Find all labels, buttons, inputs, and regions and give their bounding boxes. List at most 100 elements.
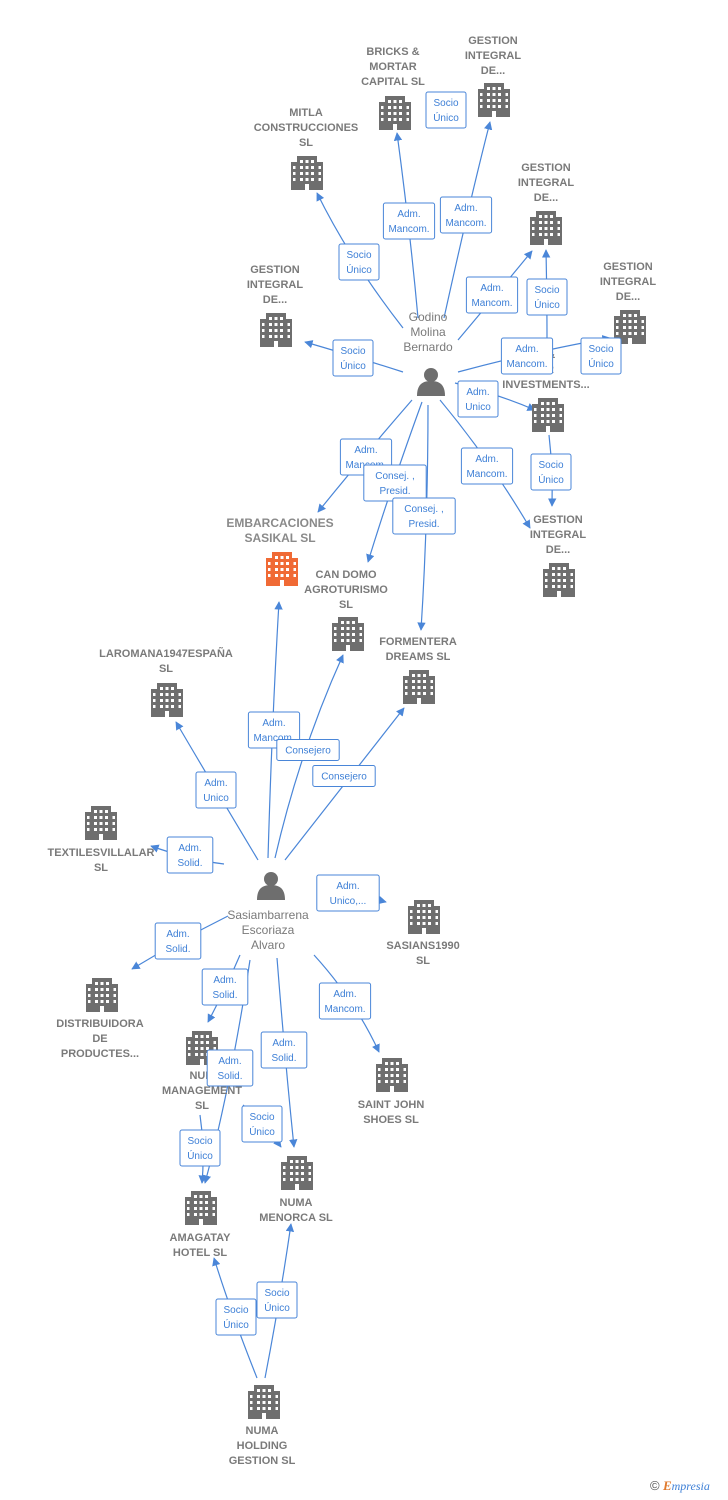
- building-icon: [543, 563, 575, 597]
- edge-label-text: Único: [187, 1149, 213, 1162]
- edge-label-text: Mancom.: [466, 469, 507, 480]
- edge-label-box: [206, 1049, 254, 1087]
- edge-label-e-textiles[interactable]: Adm.Solid.: [166, 836, 214, 874]
- edge-label-text: Adm.: [397, 209, 420, 220]
- company-node-gi2[interactable]: GESTIONINTEGRALDE...: [247, 264, 304, 347]
- company-node-numamenorca[interactable]: NUMA MENORCA SL: [259, 1156, 333, 1224]
- company-label: INTEGRAL: [518, 177, 575, 189]
- edge-label-text: Único: [264, 1301, 290, 1314]
- edge-label-e-formentera-sasi[interactable]: Consejero: [312, 765, 376, 787]
- edge-label-box: [457, 380, 499, 418]
- edge-label-box: [256, 1281, 298, 1319]
- edge-label-e-laromana[interactable]: Adm.Unico: [195, 771, 237, 809]
- edge-label-e-gi1[interactable]: Adm.Mancom.: [439, 196, 493, 234]
- company-label: GESTION: [533, 514, 583, 526]
- company-label: GESTION: [603, 261, 653, 273]
- edge-label-text: Presid.: [408, 519, 439, 530]
- edge-label-e-numamgmt[interactable]: Adm.Solid.: [201, 968, 249, 1006]
- edge-label-box: [580, 337, 622, 375]
- company-label: MENORCA SL: [259, 1212, 333, 1224]
- edge-label-box: [215, 1298, 257, 1336]
- company-node-gi1[interactable]: GESTIONINTEGRALDE...: [465, 35, 522, 117]
- building-icon: [185, 1191, 217, 1225]
- edge-label-text: Adm.: [262, 718, 285, 729]
- edge-label-text: Unico: [203, 793, 229, 804]
- edge-label-e-gi3[interactable]: Adm.Mancom.: [465, 276, 519, 314]
- edge-label-e-candomo-sasi[interactable]: Consejero: [276, 739, 340, 761]
- edge-label-text: Único: [340, 359, 366, 372]
- edge-label-box: [201, 968, 249, 1006]
- person-icon: [257, 872, 285, 900]
- company-node-gi3[interactable]: GESTION INTEGRAL DE...: [518, 162, 575, 245]
- brand-initial: E: [662, 1478, 672, 1493]
- building-icon: [376, 1058, 408, 1092]
- company-node-gi4[interactable]: GESTIONINTEGRALDE...: [600, 261, 657, 344]
- company-label: SL: [195, 1100, 209, 1112]
- company-label: DE...: [534, 192, 558, 204]
- edge-label-e-saintjohn[interactable]: Adm.Mancom.: [318, 982, 372, 1020]
- company-label: MITLA: [289, 107, 323, 119]
- edge-label-e-bricks[interactable]: Adm. Mancom.: [382, 202, 436, 240]
- edge-label-text: Unico: [465, 402, 491, 413]
- empresia-watermark[interactable]: © Empresia: [650, 1478, 710, 1494]
- edge-label-box: [166, 836, 214, 874]
- building-icon: [151, 683, 183, 717]
- edge-label-text: Único: [223, 1318, 249, 1331]
- company-label: TEXTILESVILLALAR: [48, 847, 155, 859]
- edge-label-e-formentera-godino[interactable]: Consej. ,Presid.: [392, 497, 456, 535]
- company-label: GESTION SL: [229, 1455, 296, 1467]
- edge-label-text: Adm.: [213, 975, 236, 986]
- edge-label-text: Socio: [534, 285, 559, 296]
- building-icon: [266, 552, 298, 586]
- company-label: GESTION: [521, 162, 571, 174]
- edge-label-e-distribuidora[interactable]: Adm.Solid.: [154, 922, 202, 960]
- edge-label-text: Adm.: [218, 1056, 241, 1067]
- edge-label-e-investments[interactable]: Adm.Unico: [457, 380, 499, 418]
- company-label: DISTRIBUIDORA: [56, 1018, 143, 1030]
- company-label: AGROTURISMO: [304, 584, 388, 596]
- edge-label-text: Adm.: [272, 1038, 295, 1049]
- edge-label-e-candomo-godino[interactable]: Consej. ,Presid.: [363, 464, 427, 502]
- person-label: Escoriaza: [242, 923, 295, 937]
- company-label: NUMA: [280, 1197, 313, 1209]
- edge-label-e-gi5[interactable]: Adm.Mancom.: [460, 447, 514, 485]
- edge-label-e-sasians[interactable]: Adm.Unico,...: [316, 874, 380, 912]
- company-node-gi5[interactable]: GESTIONINTEGRALDE...: [530, 514, 587, 597]
- edge-label-e-amagatay[interactable]: Adm.Solid.: [206, 1049, 254, 1087]
- edge-label-text: Único: [538, 473, 564, 486]
- company-label: NUMA: [246, 1425, 279, 1437]
- edge-label-text: Adm.: [480, 283, 503, 294]
- edge-label-e-numamenorca[interactable]: Adm.Solid.: [260, 1031, 308, 1069]
- edge-label-text: Solid.: [177, 858, 202, 869]
- company-label: INTEGRAL: [247, 279, 304, 291]
- edge-label-text: Único: [346, 263, 372, 276]
- building-icon: [85, 806, 117, 840]
- company-node-distribuidora[interactable]: DISTRIBUIDORADEPRODUCTES...: [56, 978, 144, 1060]
- edge-label-e-gi4[interactable]: Adm.Mancom.: [500, 337, 554, 375]
- edge-label-text: Mancom.: [388, 224, 429, 235]
